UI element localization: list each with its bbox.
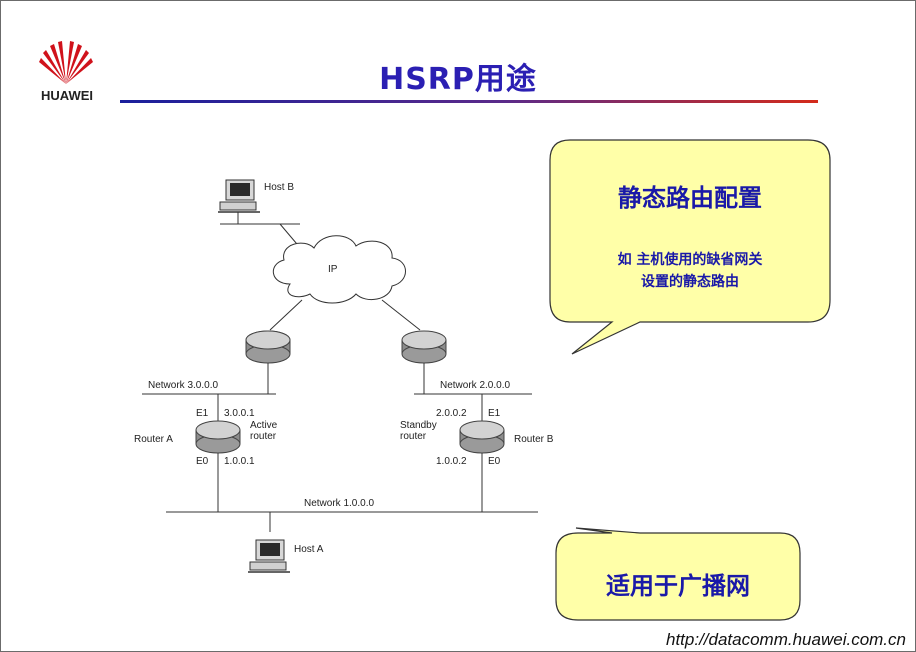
- router-b-e0: E0: [488, 456, 501, 467]
- active-router-line-2: router: [250, 431, 277, 442]
- title-underline: [120, 100, 818, 103]
- router-a-e1: E1: [196, 408, 209, 419]
- host-a-label: Host A: [294, 544, 324, 555]
- hsrp-network-diagram: Host B IP Network 3.0.0.0 Network 2.0.0.…: [134, 179, 554, 573]
- standby-router-line-1: Standby: [400, 420, 437, 431]
- upper-right-router-icon: [401, 330, 447, 364]
- router-b-label: Router B: [514, 434, 554, 445]
- footer-url: http://datacomm.huawei.com.cn: [665, 630, 906, 649]
- slide-title: HSRP用途: [379, 62, 537, 97]
- router-b-e1-ip: 2.0.0.2: [436, 408, 467, 419]
- callout-static-line-1: 如 主机使用的缺省网关: [617, 252, 763, 268]
- active-router-line-1: Active: [250, 420, 278, 431]
- router-a-icon: [195, 420, 241, 454]
- router-a-e0: E0: [196, 456, 209, 467]
- router-a-e0-ip: 1.0.0.1: [224, 456, 255, 467]
- router-b-e1: E1: [488, 408, 501, 419]
- huawei-logo-icon: [39, 41, 93, 84]
- router-b-e0-ip: 1.0.0.2: [436, 456, 467, 467]
- logo-text: HUAWEI: [41, 88, 93, 103]
- cloud-label: IP: [328, 264, 338, 275]
- callout-static-title: 静态路由配置: [618, 184, 762, 212]
- upper-left-router-icon: [245, 330, 291, 364]
- router-a-e1-ip: 3.0.0.1: [224, 408, 255, 419]
- network-3-label: Network 3.0.0.0: [148, 380, 218, 391]
- router-a-label: Router A: [134, 434, 173, 445]
- ip-cloud-icon: [273, 235, 406, 304]
- network-2-label: Network 2.0.0.0: [440, 380, 510, 391]
- host-a-computer-icon: [248, 539, 290, 573]
- network-1-label: Network 1.0.0.0: [304, 498, 374, 509]
- callout-broadcast-title: 适用于广播网: [606, 572, 750, 600]
- standby-router-line-2: router: [400, 431, 427, 442]
- router-b-icon: [459, 420, 505, 454]
- host-b-label: Host B: [264, 182, 294, 193]
- callout-static-line-2: 设置的静态路由: [641, 274, 739, 290]
- host-b-computer-icon: [218, 179, 260, 213]
